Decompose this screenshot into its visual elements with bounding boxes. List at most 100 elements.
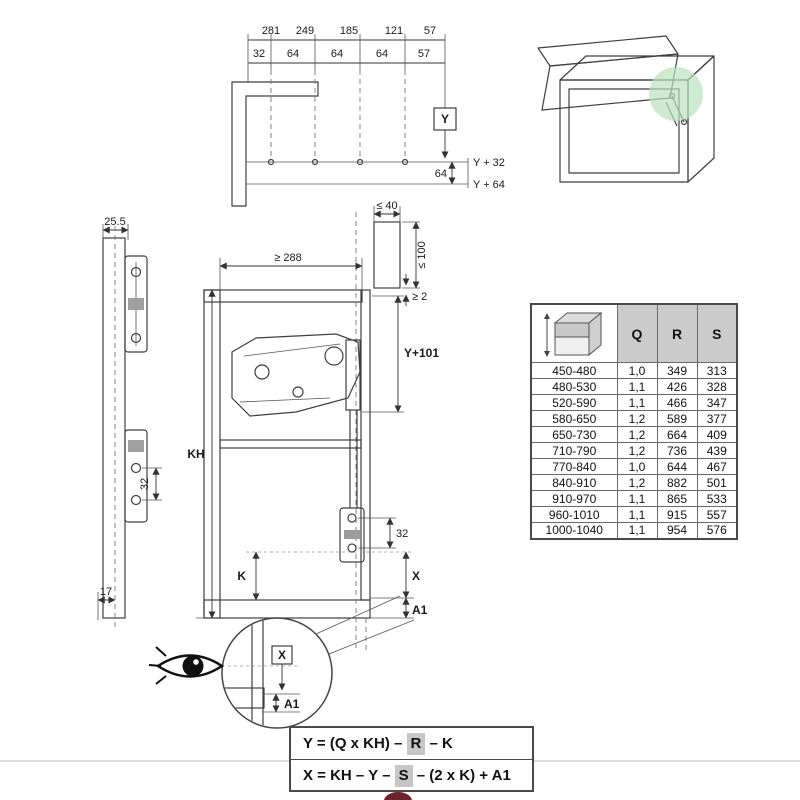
cell-r: 865	[656, 490, 698, 507]
dimension-table: Q R S 450-480 1,0 349 313 480-530 1,1 42…	[530, 303, 738, 540]
cell-q: 1,1	[616, 522, 658, 539]
dim-offset: 17	[100, 586, 112, 598]
detail-bubble: X A1	[221, 595, 415, 729]
cell-s: 347	[696, 394, 738, 411]
table-row: 770-840 1,0 644 467	[530, 458, 738, 475]
formula-y-r-highlight: R	[406, 733, 426, 755]
cell-s: 557	[696, 506, 738, 523]
dim-row2-4: 57	[418, 48, 430, 60]
table-row: 710-790 1,2 736 439	[530, 442, 738, 459]
cell-s: 501	[696, 474, 738, 491]
dim-gap: ≥ 2	[412, 291, 427, 303]
cell-s: 377	[696, 410, 738, 427]
dim-row2-0: 32	[253, 48, 265, 60]
cell-q: 1,2	[616, 410, 658, 427]
table-header-row: Q R S	[530, 303, 738, 363]
table-row: 520-590 1,1 466 347	[530, 394, 738, 411]
cell-q: 1,2	[616, 442, 658, 459]
formula-x: X = KH – Y – S – (2 x K) + A1	[291, 759, 532, 790]
dim-row2-1: 64	[287, 48, 299, 60]
cabinet-pictogram-cell	[530, 303, 618, 363]
formula-box: Y = (Q x KH) – R – K X = KH – Y – S – (2…	[289, 726, 534, 792]
cell-q: 1,1	[616, 506, 658, 523]
dim-row1-2: 185	[340, 25, 358, 37]
cell-s: 313	[696, 362, 738, 379]
formula-x-s-highlight: S	[394, 765, 413, 787]
table-row: 650-730 1,2 664 409	[530, 426, 738, 443]
dim-clearance: ≤ 100	[416, 241, 428, 268]
cell-s: 439	[696, 442, 738, 459]
cell-range: 1000-1040	[530, 522, 618, 539]
dim-wall: ≤ 40	[376, 200, 397, 212]
formula-x-post: – (2 x K) + A1	[412, 767, 511, 784]
cell-range: 650-730	[530, 426, 618, 443]
dim-row1-1: 249	[296, 25, 314, 37]
cell-r: 589	[656, 410, 698, 427]
lower-bracket	[339, 507, 365, 563]
cabinet-pictogram-icon	[544, 311, 603, 357]
formula-y-post: – K	[425, 735, 453, 752]
dim-label-y: Y	[441, 112, 449, 126]
cell-r: 664	[656, 426, 698, 443]
cell-q: 1,1	[616, 378, 658, 395]
dim-hole-spacing-main: 32	[396, 528, 408, 540]
table-row: 1000-1040 1,1 954 576	[530, 522, 738, 539]
lift-door-upper-panel	[537, 35, 679, 67]
formula-y-pre: Y = (Q x KH) –	[303, 735, 407, 752]
table-row: 580-650 1,2 589 377	[530, 410, 738, 427]
cell-q: 1,2	[616, 474, 658, 491]
cell-range: 520-590	[530, 394, 618, 411]
dim-k: K	[237, 569, 246, 583]
cell-r: 736	[656, 442, 698, 459]
dim-hole-spacing-left: 32	[139, 478, 151, 490]
brand-logo	[384, 792, 412, 800]
cell-s: 576	[696, 522, 738, 539]
formula-y: Y = (Q x KH) – R – K	[291, 728, 532, 759]
cell-range: 480-530	[530, 378, 618, 395]
dim-y-plus-32: Y + 32	[473, 157, 505, 169]
cell-range: 710-790	[530, 442, 618, 459]
cell-s: 467	[696, 458, 738, 475]
cell-r: 954	[656, 522, 698, 539]
table-row: 840-910 1,2 882 501	[530, 474, 738, 491]
cell-range: 450-480	[530, 362, 618, 379]
detail-dim-a1: A1	[284, 697, 300, 711]
dim-y-plus-64: Y + 64	[473, 179, 505, 191]
cell-r: 915	[656, 506, 698, 523]
dim-x: X	[412, 569, 420, 583]
top-dimension-drawing: 281 249 185 121 57 32 64 64 64 57 Y 64 Y…	[231, 25, 505, 207]
cell-s: 533	[696, 490, 738, 507]
eye-icon	[148, 646, 225, 685]
cell-q: 1,0	[616, 458, 658, 475]
table-row: 450-480 1,0 349 313	[530, 362, 738, 379]
cell-r: 466	[656, 394, 698, 411]
lift-mechanism	[231, 333, 361, 417]
table-row: 910-970 1,1 865 533	[530, 490, 738, 507]
cell-q: 1,0	[616, 362, 658, 379]
dim-a1: A1	[412, 603, 428, 617]
cell-r: 349	[656, 362, 698, 379]
cell-s: 328	[696, 378, 738, 395]
cell-range: 960-1010	[530, 506, 618, 523]
dim-row2-2: 64	[331, 48, 343, 60]
detail-dim-x: X	[278, 648, 286, 662]
cell-range: 770-840	[530, 458, 618, 475]
cabinet-3d-illustration	[537, 35, 715, 183]
col-header-q: Q	[616, 303, 658, 363]
table-row: 480-530 1,1 426 328	[530, 378, 738, 395]
cell-q: 1,2	[616, 426, 658, 443]
dim-y-plus-101: Y+101	[404, 346, 439, 360]
dim-64: 64	[435, 168, 447, 180]
table-body: 450-480 1,0 349 313 480-530 1,1 426 328 …	[530, 362, 738, 539]
col-header-r: R	[656, 303, 698, 363]
main-section-drawing: ≤ 40 ≤ 100 ≥ 2 ≥ 288 KH Y+101	[187, 200, 439, 650]
dim-row1-3: 121	[385, 25, 403, 37]
cell-r: 882	[656, 474, 698, 491]
highlight-circle	[649, 67, 703, 121]
cell-range: 910-970	[530, 490, 618, 507]
cell-r: 644	[656, 458, 698, 475]
table-row: 960-1010 1,1 915 557	[530, 506, 738, 523]
formula-x-pre: X = KH – Y –	[303, 767, 395, 784]
dim-row2-3: 64	[376, 48, 388, 60]
